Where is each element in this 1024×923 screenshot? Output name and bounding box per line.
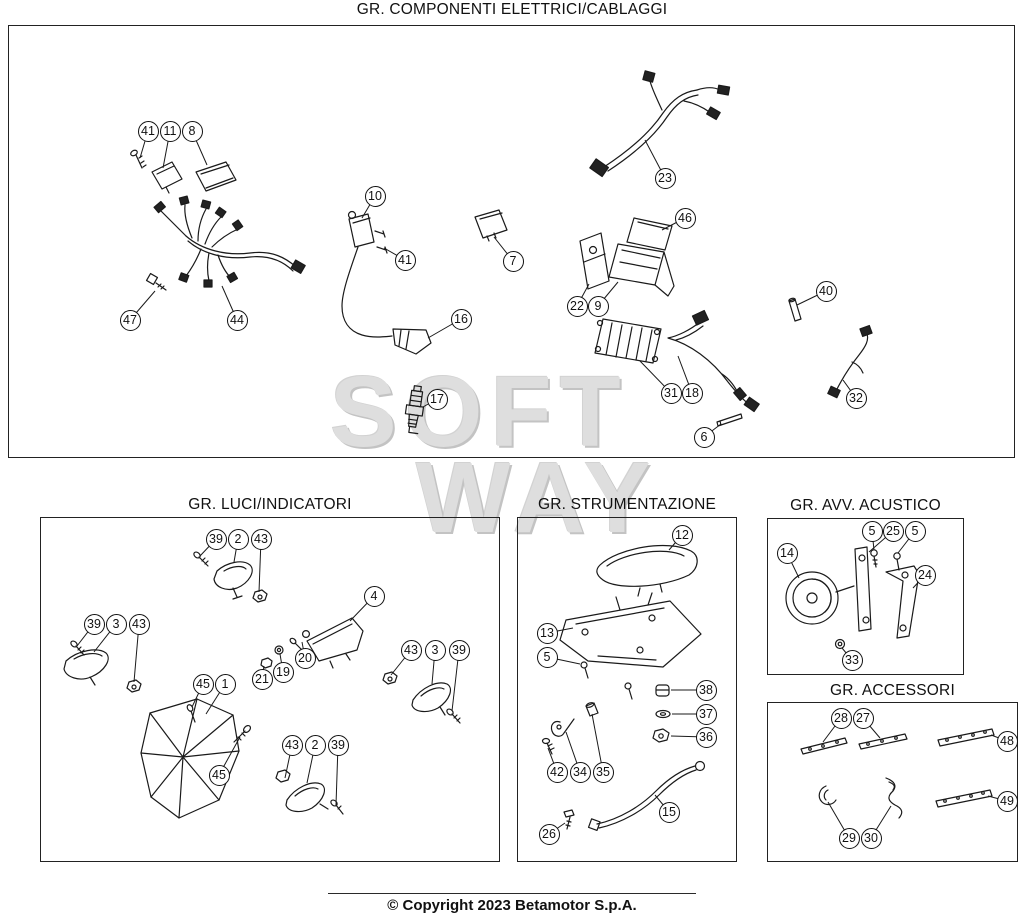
section-title-horn: GR. AVV. ACUSTICO bbox=[790, 497, 941, 514]
section-box-accessories bbox=[767, 702, 1018, 862]
footer-rule bbox=[328, 893, 696, 894]
section-box-horn bbox=[767, 518, 964, 675]
section-box-electrical bbox=[8, 25, 1015, 458]
watermark-soft: SOFT bbox=[330, 356, 629, 468]
section-title-instrumentation: GR. STRUMENTAZIONE bbox=[537, 496, 717, 513]
section-title-lights: GR. LUCI/INDICATORI bbox=[188, 496, 352, 513]
section-box-lights bbox=[40, 517, 500, 862]
section-title-electrical: GR. COMPONENTI ELETTRICI/CABLAGGI bbox=[356, 1, 668, 18]
watermark-way: WAY bbox=[416, 442, 659, 554]
section-box-instrumentation bbox=[517, 517, 737, 862]
copyright-footer: © Copyright 2023 Betamotor S.p.A. bbox=[387, 897, 637, 914]
section-title-accessories: GR. ACCESSORI bbox=[830, 682, 955, 699]
